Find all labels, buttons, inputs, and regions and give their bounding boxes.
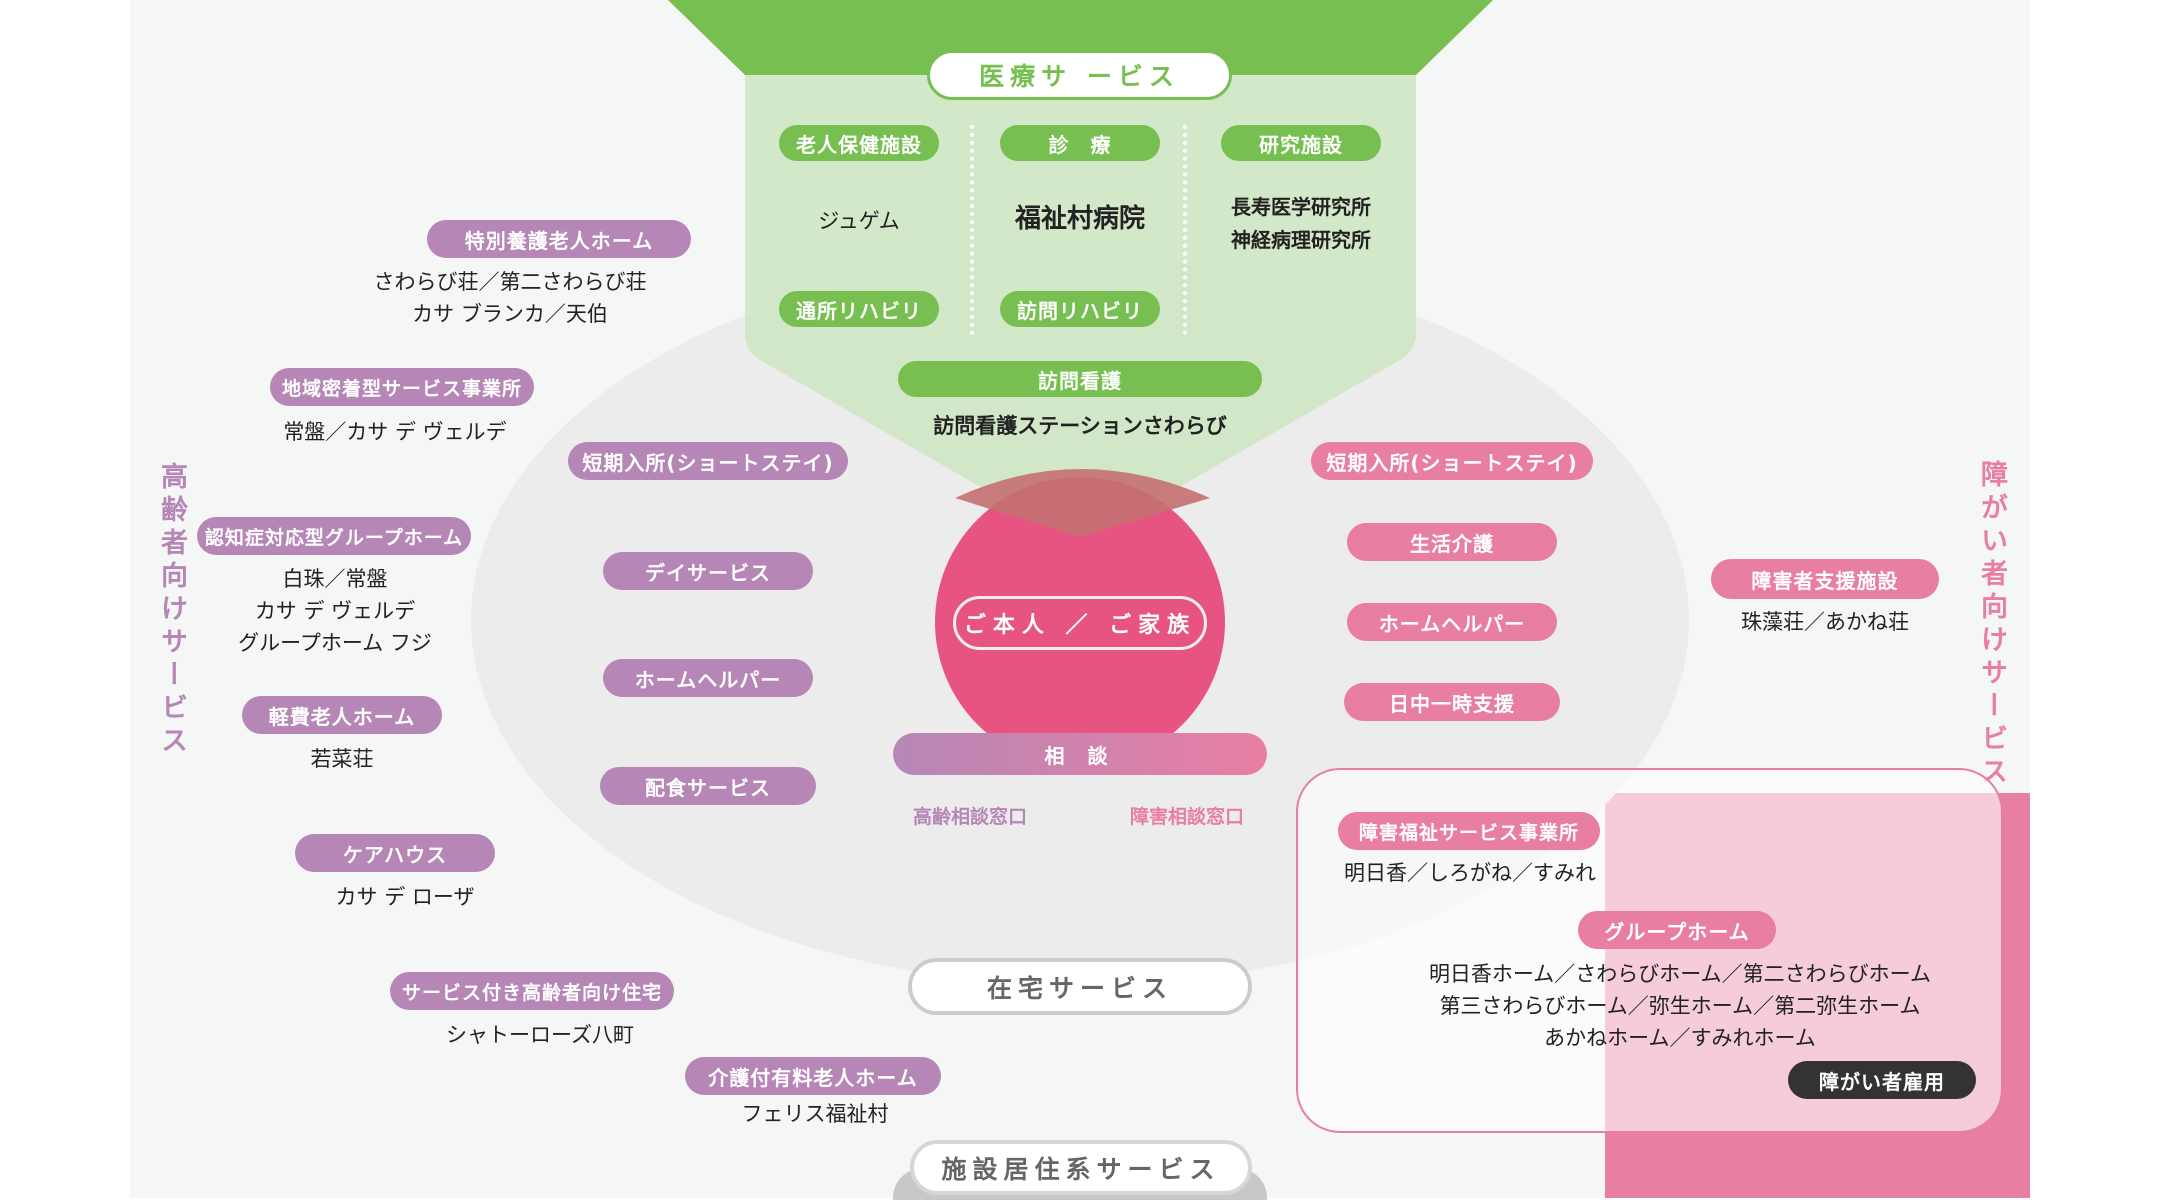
elderly-meal-delivery: 配食サービス	[600, 767, 816, 805]
tag-outpatient-rehab: 通所リハビリ	[779, 291, 939, 327]
elderly-day-service: デイサービス	[603, 552, 813, 590]
facility-jugemu: ジュゲム	[818, 209, 900, 233]
column-divider	[1183, 125, 1187, 335]
tag-disabled-support-facility: 障害者支援施設	[1711, 559, 1939, 599]
tag-geriatric-health-facility: 老人保健施設	[779, 125, 939, 161]
group-home-list: 第三さわらびホーム／弥生ホーム／第二弥生ホーム	[1439, 994, 1921, 1018]
tag-care-house: ケアハウス	[295, 834, 495, 872]
consultation-bar: 相 談	[893, 733, 1267, 775]
elderly-consultation-desk: 高齢相談窓口	[912, 806, 1027, 828]
disabled-day-support: 日中一時支援	[1344, 683, 1560, 721]
disabled-home-helper: ホームヘルパー	[1347, 603, 1557, 641]
disabled-employment-badge: 障がい者雇用	[1788, 1061, 1976, 1099]
elderly-short-stay: 短期入所(ショートステイ)	[568, 442, 848, 480]
person-family-label: ご本人 ／ ご家族	[953, 596, 1207, 650]
tag-home-rehab: 訪問リハビリ	[1000, 291, 1160, 327]
tag-paid-nursing-home: 介護付有料老人ホーム	[685, 1057, 941, 1095]
column-divider	[970, 125, 974, 335]
group-home-list: あかねホーム／すみれホーム	[1544, 1026, 1816, 1050]
group-home-list: 明日香ホーム／さわらびホーム／第二さわらびホーム	[1428, 962, 1932, 986]
tag-special-nursing-home: 特別養護老人ホーム	[427, 220, 691, 258]
tag-dementia-group-home: 認知症対応型グループホーム	[197, 517, 471, 555]
tag-serviced-elderly-housing: サービス付き高齢者向け住宅	[390, 972, 674, 1010]
disabled-daily-care: 生活介護	[1347, 523, 1557, 561]
tag-group-home: グループホーム	[1578, 911, 1776, 949]
medical-services-title: 医療サ ービス	[927, 50, 1232, 100]
community-service-office-list: 常盤／カサ デ ヴェルデ	[283, 420, 507, 444]
tag-home-nursing: 訪問看護	[898, 361, 1262, 397]
tag-low-cost-elderly-home: 軽費老人ホーム	[242, 696, 442, 734]
facility-fukushimura-hospital: 福祉村病院	[1014, 204, 1145, 234]
elderly-home-helper: ホームヘルパー	[603, 659, 813, 697]
dementia-group-home-list: グループホーム フジ	[238, 631, 432, 655]
tag-clinical-care: 診 療	[1000, 125, 1160, 161]
disability-welfare-office-list: 明日香／しろがね／すみれ	[1344, 861, 1596, 885]
dementia-group-home-list: 白珠／常盤	[282, 567, 388, 591]
tag-research-facility: 研究施設	[1221, 125, 1381, 161]
serviced-elderly-housing-list: シャトーローズ八町	[446, 1023, 634, 1047]
disabled-services-label: 障がい者向けサービス	[1976, 460, 2007, 790]
disabled-consultation-desk: 障害相談窓口	[1129, 806, 1244, 828]
home-services-title: 在宅サービス	[908, 958, 1252, 1015]
disabled-support-facility-list: 珠藻荘／あかね荘	[1741, 610, 1909, 634]
elderly-services-label: 高齢者向けサービス	[156, 462, 187, 759]
facility-longevity-institute: 長寿医学研究所	[1231, 195, 1371, 219]
tag-community-service-office: 地域密着型サービス事業所	[270, 368, 534, 406]
special-nursing-home-list: さわらび荘／第二さわらび荘	[373, 270, 647, 294]
facility-services-title: 施設居住系サービス	[910, 1140, 1252, 1195]
disabled-short-stay: 短期入所(ショートステイ)	[1311, 442, 1593, 480]
care-house-list: カサ デ ローザ	[335, 885, 475, 909]
low-cost-elderly-home-list: 若菜荘	[310, 747, 374, 771]
dementia-group-home-list: カサ デ ヴェルデ	[254, 599, 416, 623]
facility-neuropathology-institute: 神経病理研究所	[1231, 228, 1371, 252]
facility-nursing-station-sawarabi: 訪問看護ステーションさわらび	[933, 414, 1227, 438]
paid-nursing-home-list: フェリス福祉村	[741, 1102, 889, 1126]
tag-disability-welfare-office: 障害福祉サービス事業所	[1338, 812, 1600, 850]
special-nursing-home-list: カサ ブランカ／天伯	[412, 302, 608, 326]
